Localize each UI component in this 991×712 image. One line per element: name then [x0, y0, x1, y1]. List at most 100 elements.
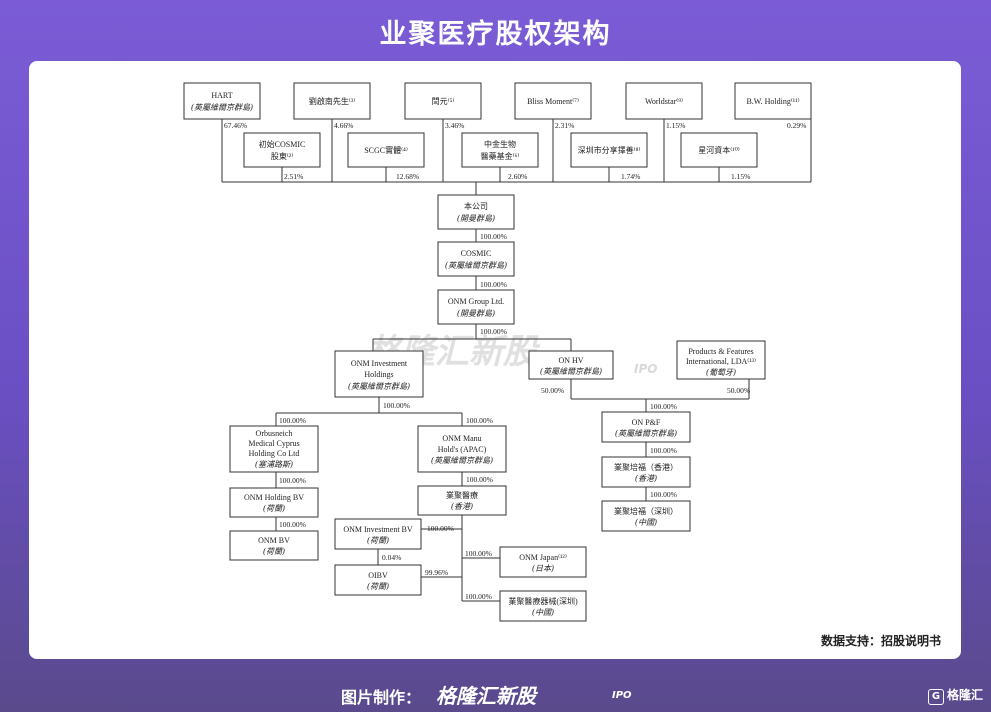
svg-text:(荷蘭): (荷蘭): [263, 547, 285, 556]
svg-text:(荷蘭): (荷蘭): [367, 582, 389, 591]
svg-text:Holding Co Ltd: Holding Co Ltd: [249, 449, 300, 458]
pct-xinghe: 1.15%: [731, 172, 750, 181]
svg-text:0.04%: 0.04%: [382, 553, 401, 562]
svg-text:OIBV: OIBV: [368, 571, 388, 580]
node-yeju-shenzhen: 業聚醫療器械(深圳) (中國): [499, 590, 587, 622]
svg-text:(中國): (中國): [635, 518, 657, 527]
svg-text:劉啟南先生⁽³⁾: 劉啟南先生⁽³⁾: [309, 96, 355, 106]
svg-text:100.00%: 100.00%: [650, 490, 677, 499]
svg-text:ONM Holding BV: ONM Holding BV: [244, 493, 304, 502]
svg-text:(英屬維爾京群島): (英屬維爾京群島): [191, 103, 253, 112]
svg-text:99.96%: 99.96%: [425, 568, 448, 577]
page-title: 业聚医疗股权架构: [379, 19, 612, 50]
svg-text:100.00%: 100.00%: [650, 446, 677, 455]
source-note: 数据支持：招股说明书: [820, 634, 941, 648]
svg-text:股東⁽²⁾: 股東⁽²⁾: [271, 151, 293, 161]
svg-text:(荷蘭): (荷蘭): [263, 504, 285, 513]
shareholder-initial-cosmic: 初始COSMIC 股東⁽²⁾: [243, 132, 321, 168]
svg-text:(中國): (中國): [532, 608, 554, 617]
svg-text:業聚醫療器械(深圳): 業聚醫療器械(深圳): [508, 596, 578, 606]
node-orbusneich: Orbusneich Medical Cyprus Holding Co Ltd…: [229, 425, 319, 473]
node-onm-japan: ONM Japan⁽¹²⁾ (日本): [499, 546, 587, 578]
svg-text:100.00%: 100.00%: [480, 232, 507, 241]
svg-text:ON HV: ON HV: [558, 356, 583, 365]
node-onm-investment-bv: ONM Investment BV (荷蘭): [334, 518, 422, 550]
corner-logo-text: 格隆汇: [946, 688, 983, 702]
shareholder-hart: HART (英屬維爾京群島): [183, 82, 261, 120]
svg-text:ONM Investment: ONM Investment: [351, 359, 408, 368]
svg-text:100.00%: 100.00%: [466, 416, 493, 425]
svg-text:業聚培福（深圳）: 業聚培福（深圳）: [614, 506, 678, 516]
svg-text:100.00%: 100.00%: [279, 416, 306, 425]
svg-text:(香港): (香港): [635, 474, 657, 483]
shareholder-scgc: SCGC實體⁽⁴⁾: [347, 132, 425, 168]
svg-text:COSMIC: COSMIC: [461, 249, 492, 258]
pct-bliss: 2.31%: [555, 121, 574, 130]
node-peifu-hk: 業聚培福（香港） (香港): [601, 456, 691, 488]
pct-hart: 67.46%: [224, 121, 247, 130]
svg-text:業聚培福（香港）: 業聚培福（香港）: [614, 462, 678, 472]
svg-text:中金生物: 中金生物: [484, 139, 516, 149]
svg-text:ONM BV: ONM BV: [258, 536, 290, 545]
svg-text:Orbusneich: Orbusneich: [256, 429, 293, 438]
node-onm-holding-bv: ONM Holding BV (荷蘭): [229, 487, 319, 518]
pct-scgc: 12.68%: [396, 172, 419, 181]
svg-text:100.00%: 100.00%: [279, 476, 306, 485]
svg-text:星河資本⁽¹⁰⁾: 星河資本⁽¹⁰⁾: [698, 145, 740, 155]
node-cosmic: COSMIC (英屬維爾京群島): [437, 241, 515, 277]
pct-initial-cosmic: 2.51%: [284, 172, 303, 181]
node-peifu-sz: 業聚培福（深圳） (中國): [601, 500, 691, 532]
svg-text:本公司: 本公司: [464, 201, 488, 211]
svg-text:Hold's (APAC): Hold's (APAC): [438, 445, 487, 454]
svg-text:醫藥基金⁽⁶⁾: 醫藥基金⁽⁶⁾: [481, 151, 520, 161]
svg-text:HART: HART: [211, 91, 232, 100]
svg-text:Products & Features: Products & Features: [688, 347, 753, 356]
shareholder-bw-holding: B.W. Holding⁽¹¹⁾: [734, 82, 812, 120]
svg-text:100.00%: 100.00%: [465, 549, 492, 558]
svg-text:B.W. Holding⁽¹¹⁾: B.W. Holding⁽¹¹⁾: [746, 97, 799, 106]
svg-text:100.00%: 100.00%: [650, 402, 677, 411]
node-onm-bv: ONM BV (荷蘭): [229, 530, 319, 561]
shareholder-worldstar: Worldstar⁽⁹⁾: [625, 82, 703, 120]
svg-text:100.00%: 100.00%: [427, 524, 454, 533]
node-onm-manu: ONM Manu Hold's (APAC) (英屬維爾京群島): [417, 425, 507, 473]
shareholder-xinghe: 星河資本⁽¹⁰⁾: [680, 132, 758, 168]
svg-text:(開曼群島): (開曼群島): [457, 214, 495, 223]
node-company: 本公司 (開曼群島): [437, 194, 515, 230]
svg-text:100.00%: 100.00%: [383, 401, 410, 410]
svg-text:ONM Group Ltd.: ONM Group Ltd.: [448, 297, 504, 306]
svg-text:Holdings: Holdings: [364, 370, 393, 379]
shareholder-liu: 劉啟南先生⁽³⁾: [293, 82, 371, 120]
svg-text:100.00%: 100.00%: [466, 475, 493, 484]
svg-text:閆元⁽⁵⁾: 閆元⁽⁵⁾: [432, 97, 455, 106]
shareholder-cicc-fund: 中金生物 醫藥基金⁽⁶⁾: [461, 132, 539, 168]
svg-text:(英屬維爾京群島): (英屬維爾京群島): [615, 429, 677, 438]
svg-text:業聚醫療: 業聚醫療: [446, 490, 478, 500]
node-oibv: OIBV (荷蘭): [334, 564, 422, 596]
svg-text:(葡萄牙): (葡萄牙): [706, 368, 736, 377]
svg-text:(香港): (香港): [451, 502, 473, 511]
svg-text:50.00%: 50.00%: [727, 386, 750, 395]
svg-text:(開曼群島): (開曼群島): [457, 309, 495, 318]
svg-text:ON P&F: ON P&F: [632, 418, 661, 427]
svg-text:(英屬維爾京群島): (英屬維爾京群島): [431, 456, 493, 465]
svg-text:(英屬維爾京群島): (英屬維爾京群島): [445, 261, 507, 270]
footer: 图片制作： 格隆汇新股 IPO: [0, 682, 991, 708]
pct-worldstar: 1.15%: [666, 121, 685, 130]
svg-text:(荷蘭): (荷蘭): [367, 536, 389, 545]
ownership-diagram: 格隆汇新股 IPO HART (英屬維爾京群島) 劉啟南先生⁽³⁾ 閆元⁽⁵⁾ …: [183, 82, 812, 622]
footer-brand-sub: IPO: [612, 690, 632, 701]
shareholder-yan: 閆元⁽⁵⁾: [404, 82, 482, 120]
svg-text:50.00%: 50.00%: [541, 386, 564, 395]
node-on-hv: ON HV (英屬維爾京群島): [528, 350, 614, 380]
node-onm-investment-holdings: ONM Investment Holdings (英屬維爾京群島): [334, 350, 424, 398]
svg-text:100.00%: 100.00%: [279, 520, 306, 529]
svg-text:Medical Cyprus: Medical Cyprus: [248, 439, 299, 448]
svg-text:100.00%: 100.00%: [465, 592, 492, 601]
svg-text:100.00%: 100.00%: [480, 327, 507, 336]
svg-text:深圳市分享擇善⁽⁸⁾: 深圳市分享擇善⁽⁸⁾: [578, 145, 641, 155]
node-onm-group: ONM Group Ltd. (開曼群島): [437, 289, 515, 325]
svg-text:Bliss Moment⁽⁷⁾: Bliss Moment⁽⁷⁾: [527, 97, 579, 106]
node-on-pf: ON P&F (英屬維爾京群島): [601, 411, 691, 443]
